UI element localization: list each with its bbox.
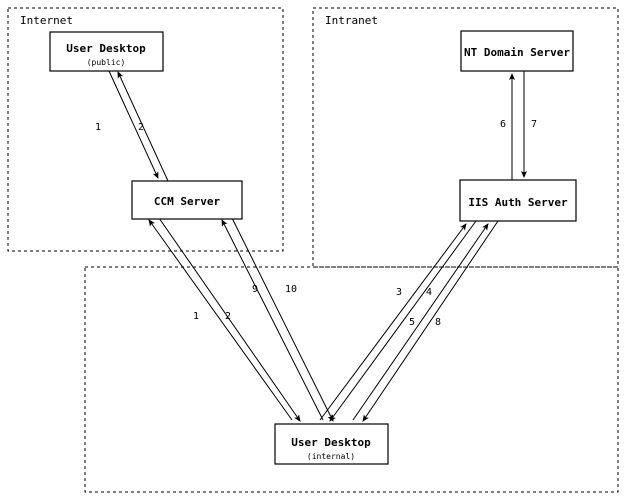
zone-internet-border <box>7 7 284 252</box>
node-user-desktop-public[interactable]: User Desktop (public) <box>49 31 164 72</box>
flow-line-9 <box>221 219 324 421</box>
node-user-desktop-internal-subtitle: (internal) <box>307 452 355 461</box>
flow-label-3: 3 <box>396 287 402 298</box>
node-user-desktop-internal-title: User Desktop <box>291 436 371 449</box>
zone-internal-lan <box>84 266 619 493</box>
flow-label-7: 7 <box>531 119 537 130</box>
zone-intranet-label: Intranet <box>325 14 378 27</box>
flow-line-4 <box>329 220 477 422</box>
flow-line-2-public <box>117 71 169 182</box>
flow-label-2-internal: 2 <box>225 311 231 322</box>
flow-line-8 <box>362 220 499 422</box>
flow-line-1-public <box>108 70 159 179</box>
flow-label-4: 4 <box>426 287 432 298</box>
node-nt-domain-server-box[interactable] <box>460 30 574 72</box>
connector-iis-nt-domain: 6 7 <box>500 71 537 180</box>
connector-internal-desktop-ccm-left: 1 2 <box>148 217 301 422</box>
node-nt-domain-server[interactable]: NT Domain Server <box>460 30 574 72</box>
flow-label-10: 10 <box>285 284 297 295</box>
node-nt-domain-server-title: NT Domain Server <box>464 46 570 59</box>
flow-line-3 <box>319 223 467 421</box>
node-user-desktop-public-title: User Desktop <box>66 42 146 55</box>
connector-internal-desktop-iis-outer: 3 4 <box>319 220 477 422</box>
node-iis-auth-server-title: IIS Auth Server <box>468 196 568 209</box>
node-ccm-server-box[interactable] <box>131 180 243 220</box>
flow-line-2-internal <box>158 217 301 422</box>
node-user-desktop-internal-box[interactable] <box>274 423 389 465</box>
node-ccm-server-title: CCM Server <box>154 195 221 208</box>
node-user-desktop-internal[interactable]: User Desktop (internal) <box>274 423 389 465</box>
flow-label-1-internal: 1 <box>193 311 199 322</box>
flow-label-9: 9 <box>252 284 258 295</box>
flow-label-6: 6 <box>500 119 506 130</box>
zone-internal-lan-border <box>84 266 619 493</box>
flow-label-2-public: 2 <box>138 122 144 133</box>
flow-line-5 <box>352 223 489 421</box>
flow-line-10 <box>231 217 334 422</box>
connector-internal-desktop-ccm-right: 9 10 <box>221 217 334 422</box>
zone-internet-label: Internet <box>20 14 73 27</box>
flow-label-8: 8 <box>435 317 441 328</box>
connector-internal-desktop-iis-inner: 5 8 <box>352 220 499 422</box>
connector-public-desktop-ccm: 1 2 <box>95 70 169 182</box>
node-iis-auth-server-box[interactable] <box>459 179 577 222</box>
flow-label-5: 5 <box>409 317 415 328</box>
flow-label-1-public: 1 <box>95 122 101 133</box>
node-ccm-server[interactable]: CCM Server <box>131 180 243 220</box>
node-user-desktop-public-subtitle: (public) <box>87 58 126 67</box>
flow-line-1-internal <box>148 219 293 421</box>
node-user-desktop-public-box[interactable] <box>49 31 164 72</box>
node-iis-auth-server[interactable]: IIS Auth Server <box>459 179 577 222</box>
zone-internet: Internet <box>7 7 284 252</box>
